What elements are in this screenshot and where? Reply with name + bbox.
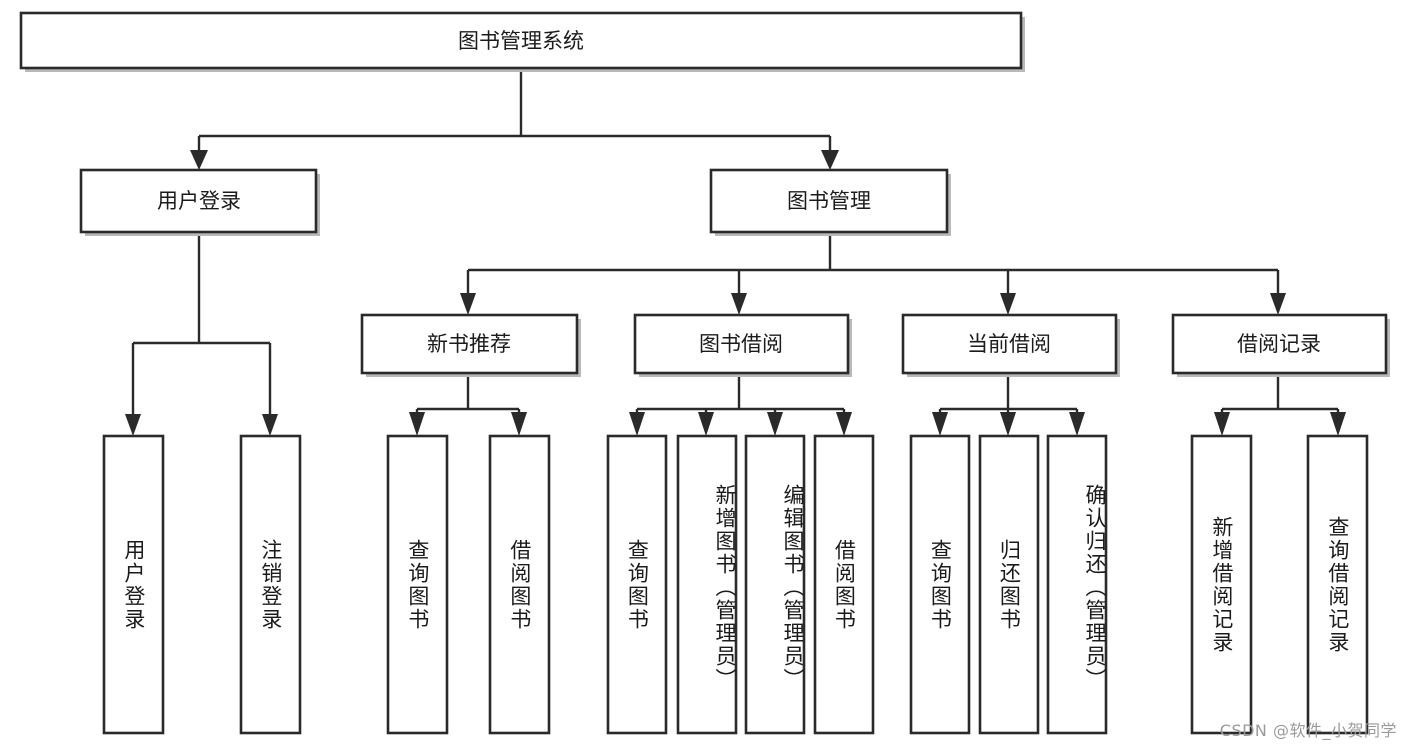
node-new-book-recommend-rect bbox=[360, 313, 579, 375]
connector-userlogin-to-leaves bbox=[125, 232, 278, 436]
leaf-box-book-borrow-4[interactable] bbox=[813, 434, 875, 735]
leaf-label-book-borrow-1: 查询图书 bbox=[625, 538, 650, 631]
leaf-rect-current-borrow-2 bbox=[978, 434, 1040, 735]
leaf-rect-current-borrow-1 bbox=[909, 434, 971, 735]
leaf-box-current-borrow-1[interactable] bbox=[909, 434, 971, 735]
node-book-manage[interactable]: 图书管理 bbox=[709, 168, 951, 236]
arrow-head-bookborrow-leaf-4 bbox=[836, 412, 852, 436]
arrow-head-bookborrow-leaf-2 bbox=[698, 412, 714, 436]
leaf-label-new-book-1: 查询图书 bbox=[405, 538, 430, 631]
node-borrow-record-label: 借阅记录 bbox=[1237, 332, 1321, 356]
node-new-book-recommend[interactable]: 新书推荐 bbox=[360, 313, 581, 377]
node-book-manage-label: 图书管理 bbox=[787, 189, 871, 213]
leaf-rect-book-borrow-1 bbox=[606, 434, 668, 735]
connector-bookborrow-to-leaves bbox=[629, 375, 852, 436]
connector-root-to-level2 bbox=[190, 68, 839, 170]
leaf-rect-borrow-record-1 bbox=[1190, 434, 1253, 735]
node-borrow-record-rect bbox=[1171, 313, 1388, 375]
leaf-label-current-borrow-1: 查询图书 bbox=[928, 538, 953, 631]
leaf-box-current-borrow-2[interactable] bbox=[978, 434, 1040, 735]
leaf-box-book-borrow-1[interactable] bbox=[606, 434, 668, 735]
leaf-rect-book-borrow-4 bbox=[813, 434, 875, 735]
node-book-manage-rect bbox=[709, 168, 949, 234]
leaf-label-new-book-2: 借阅图书 bbox=[507, 538, 532, 631]
arrow-head-new-book bbox=[460, 293, 476, 315]
leaf-box-user-login-1[interactable] bbox=[102, 434, 165, 735]
arrow-head-currentborrow-leaf-3 bbox=[1069, 412, 1085, 436]
leaf-box-borrow-record-1[interactable] bbox=[1190, 434, 1253, 735]
arrow-head-currentborrow-leaf-2 bbox=[1000, 412, 1016, 436]
node-book-borrow-rect bbox=[633, 313, 850, 375]
arrow-head-leaf-user-login bbox=[125, 414, 141, 436]
connector-borrowrecord-to-leaves bbox=[1214, 375, 1346, 436]
leaf-box-new-book-1[interactable] bbox=[386, 434, 449, 735]
leaf-label-book-borrow-3: 编辑图书（管理员） bbox=[781, 484, 805, 691]
arrow-head-newbook-leaf-2 bbox=[511, 412, 527, 436]
arrow-head-newbook-leaf-1 bbox=[409, 412, 425, 436]
leaf-label-borrow-record-2: 查询借阅记录 bbox=[1325, 515, 1350, 654]
connector-bookmanage-to-level3 bbox=[460, 232, 1286, 315]
leaf-label-book-borrow-2: 新增图书（管理员） bbox=[713, 484, 737, 691]
node-user-login-label: 用户登录 bbox=[157, 189, 241, 213]
leaf-rect-current-borrow-3 bbox=[1046, 434, 1108, 735]
leaf-box-borrow-record-2[interactable] bbox=[1306, 434, 1369, 735]
arrow-head-current-borrow bbox=[1000, 293, 1016, 315]
arrow-head-leaf-logout bbox=[262, 414, 278, 436]
leaf-rect-user-login-2 bbox=[239, 434, 302, 735]
arrow-head-book-borrow bbox=[731, 293, 747, 315]
leaf-rect-book-borrow-2 bbox=[676, 434, 738, 735]
node-book-borrow-label: 图书借阅 bbox=[699, 332, 783, 356]
leaf-rect-book-borrow-3 bbox=[744, 434, 806, 735]
leaf-box-book-borrow-3[interactable] bbox=[744, 434, 806, 735]
arrow-head-currentborrow-leaf-1 bbox=[932, 412, 948, 436]
leaf-label-book-borrow-4: 借阅图书 bbox=[832, 538, 857, 631]
leaf-label-user-login-2: 注销登录 bbox=[258, 538, 283, 631]
connector-currentborrow-to-leaves bbox=[932, 375, 1085, 436]
node-user-login[interactable]: 用户登录 bbox=[79, 168, 320, 236]
arrow-head-book-manage bbox=[821, 150, 839, 170]
leaf-box-new-book-2[interactable] bbox=[488, 434, 551, 735]
arrow-head-borrowrecord-leaf-2 bbox=[1330, 412, 1346, 436]
arrow-head-bookborrow-leaf-3 bbox=[767, 412, 783, 436]
node-new-book-recommend-label: 新书推荐 bbox=[427, 332, 511, 356]
leaf-rect-new-book-2 bbox=[488, 434, 551, 735]
leaf-box-user-login-2[interactable] bbox=[239, 434, 302, 735]
arrow-head-borrowrecord-leaf-1 bbox=[1214, 412, 1230, 436]
node-book-borrow[interactable]: 图书借阅 bbox=[633, 313, 852, 377]
node-root[interactable]: 图书管理系统 bbox=[19, 11, 1025, 72]
arrow-head-borrow-record bbox=[1270, 293, 1286, 315]
leaf-label-borrow-record-1: 新增借阅记录 bbox=[1209, 515, 1234, 654]
leaf-box-current-borrow-3[interactable] bbox=[1046, 434, 1108, 735]
node-root-rect bbox=[19, 11, 1023, 70]
leaf-box-book-borrow-2[interactable] bbox=[676, 434, 738, 735]
node-user-login-rect bbox=[79, 168, 318, 234]
csdn-watermark: CSDN @软件_小贺同学 bbox=[1219, 721, 1397, 740]
node-borrow-record[interactable]: 借阅记录 bbox=[1171, 313, 1390, 377]
connector-newbook-to-leaves bbox=[409, 375, 527, 436]
leaf-rect-borrow-record-2 bbox=[1306, 434, 1369, 735]
leaf-label-current-borrow-3: 确认归还（管理员） bbox=[1083, 484, 1107, 691]
node-current-borrow[interactable]: 当前借阅 bbox=[901, 313, 1120, 377]
arrow-head-bookborrow-leaf-1 bbox=[629, 412, 645, 436]
node-root-label: 图书管理系统 bbox=[458, 29, 584, 53]
leaf-rect-new-book-1 bbox=[386, 434, 449, 735]
node-current-borrow-rect bbox=[901, 313, 1118, 375]
leaf-label-current-borrow-2: 归还图书 bbox=[997, 538, 1022, 631]
node-current-borrow-label: 当前借阅 bbox=[967, 332, 1051, 356]
leaf-label-user-login-1: 用户登录 bbox=[121, 538, 146, 631]
arrow-head-user-login bbox=[190, 150, 208, 170]
leaf-rect-user-login-1 bbox=[102, 434, 165, 735]
